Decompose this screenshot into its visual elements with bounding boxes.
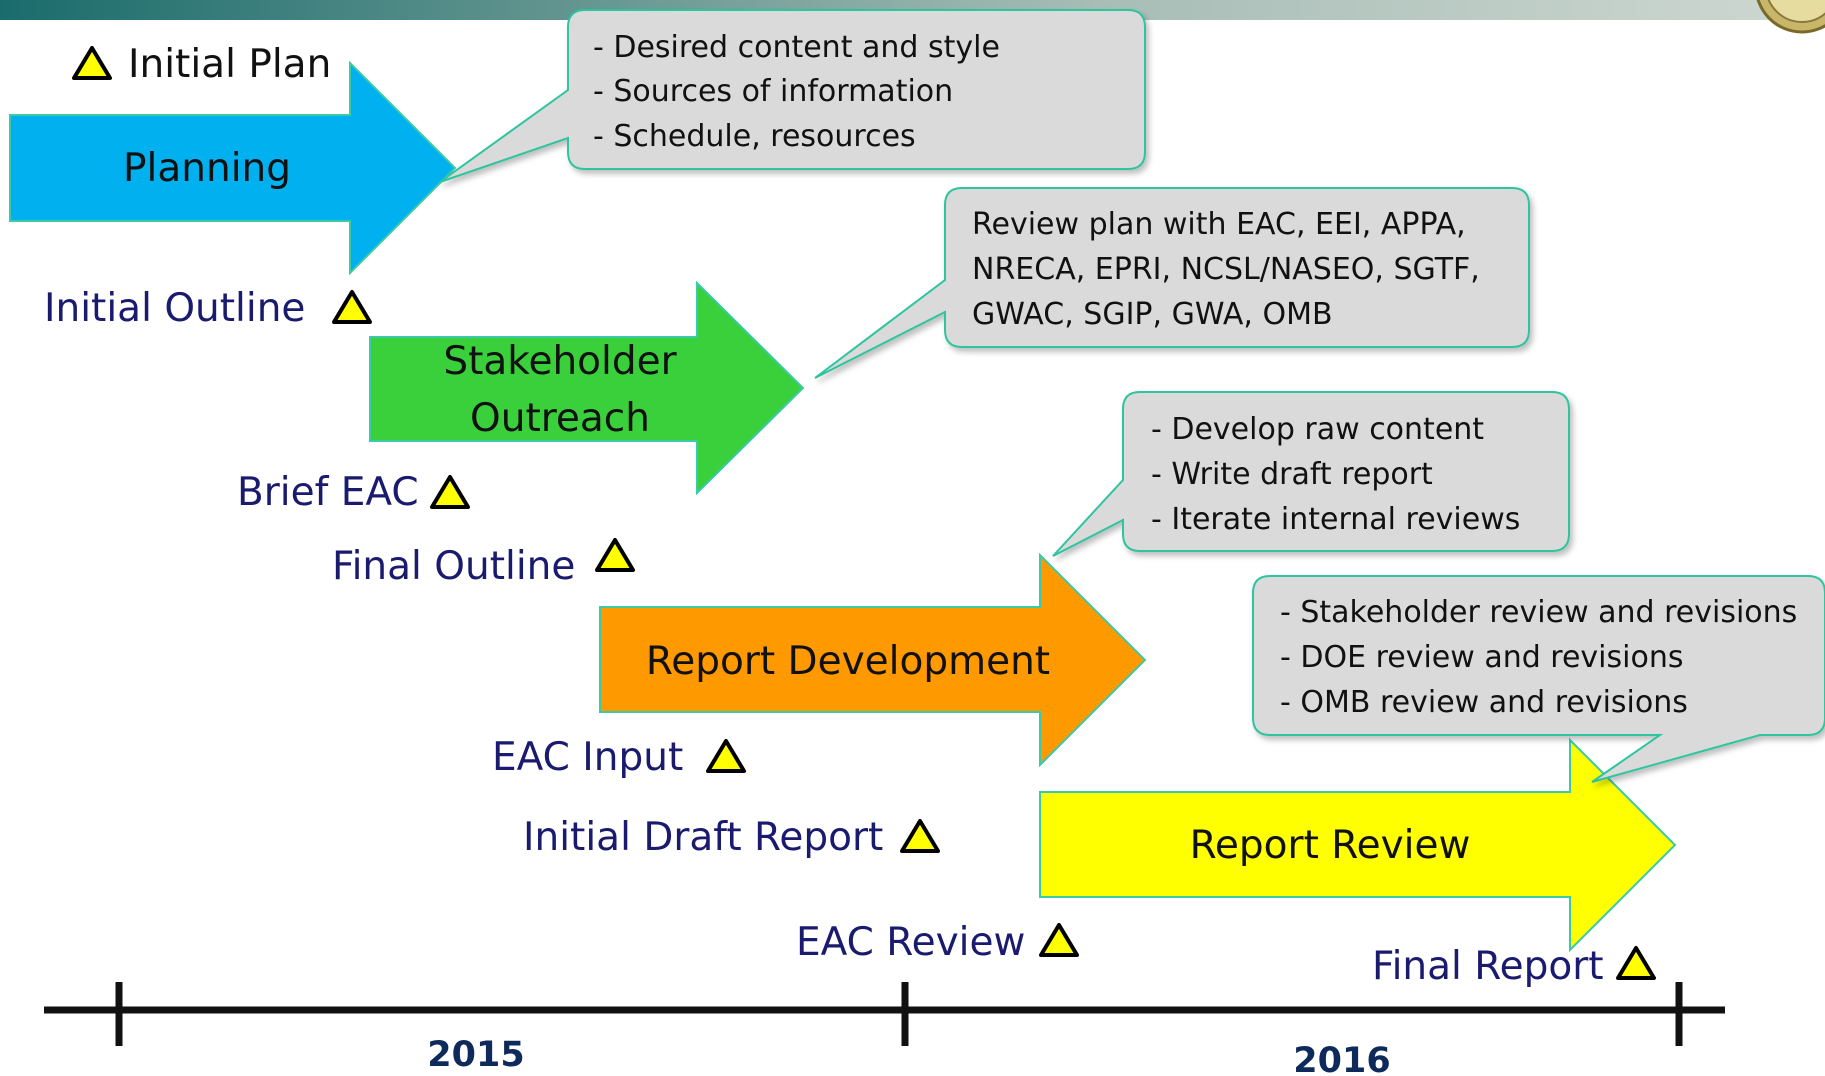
callout-outreach [814, 187, 1530, 379]
callout-outreach-line2: NRECA, EPRI, NCSL/NASEO, SGTF, [972, 252, 1480, 287]
milestone-eac-input: EAC Input [492, 735, 683, 780]
milestone-initial-draft: Initial Draft Report [523, 815, 883, 860]
callout-review-line3: - OMB review and revisions [1280, 685, 1688, 720]
phase-arrow-development: Report Development [599, 552, 1147, 768]
review-arrow-shape [1039, 737, 1677, 953]
callout-planning-line2: - Sources of information [593, 74, 953, 109]
milestone-initial-plan: Initial Plan [128, 42, 331, 87]
callout-planning [439, 9, 1146, 183]
warning-triangle-icon [1039, 923, 1079, 957]
phase-arrow-planning: Planning [9, 60, 457, 276]
callout-planning-line3: - Schedule, resources [593, 119, 916, 154]
outreach-arrow-shape [369, 280, 805, 496]
development-label: Report Development [646, 639, 1050, 684]
planning-label: Planning [123, 146, 291, 191]
warning-triangle-icon [1616, 946, 1656, 980]
warning-triangle-icon [595, 538, 635, 572]
callout-development-line2: - Write draft report [1151, 457, 1433, 492]
callout-development [1052, 391, 1570, 557]
callout-review [1252, 575, 1825, 783]
callout-development-line1: - Develop raw content [1151, 412, 1484, 447]
warning-triangle-icon [332, 290, 372, 324]
warning-triangle-icon [706, 739, 746, 773]
milestone-final-report: Final Report [1372, 944, 1604, 989]
callout-outreach-line3: GWAC, SGIP, GWA, OMB [972, 297, 1333, 332]
doe-seal-icon [1756, 0, 1825, 34]
callout-outreach-line1: Review plan with EAC, EEI, APPA, [972, 207, 1466, 242]
outreach-label-line1: Stakeholder [443, 339, 677, 384]
milestone-final-outline: Final Outline [332, 544, 575, 589]
review-label: Report Review [1190, 823, 1471, 868]
outreach-label-line2: Outreach [470, 396, 650, 441]
warning-triangle-icon [900, 819, 940, 853]
callout-review-line2: - DOE review and revisions [1280, 640, 1683, 675]
development-arrow-shape [599, 552, 1147, 768]
callout-review-line1: - Stakeholder review and revisions [1280, 595, 1797, 630]
milestone-brief-eac: Brief EAC [237, 470, 419, 515]
planning-arrow-shape [9, 60, 457, 276]
warning-triangle-icon [430, 475, 470, 509]
phase-arrow-outreach: Stakeholder Outreach [369, 280, 805, 496]
milestone-eac-review: EAC Review [796, 920, 1025, 965]
callout-development-line3: - Iterate internal reviews [1151, 502, 1520, 537]
milestone-initial-outline: Initial Outline [44, 286, 305, 331]
phase-arrow-review: Report Review [1039, 737, 1677, 953]
year-label-2016: 2016 [1293, 1041, 1390, 1076]
year-label-2015: 2015 [427, 1035, 524, 1075]
timeline-axis [44, 982, 1725, 1046]
milestone-triangles [72, 46, 1656, 980]
warning-triangle-icon [72, 46, 112, 80]
callout-planning-line1: - Desired content and style [593, 30, 1000, 65]
